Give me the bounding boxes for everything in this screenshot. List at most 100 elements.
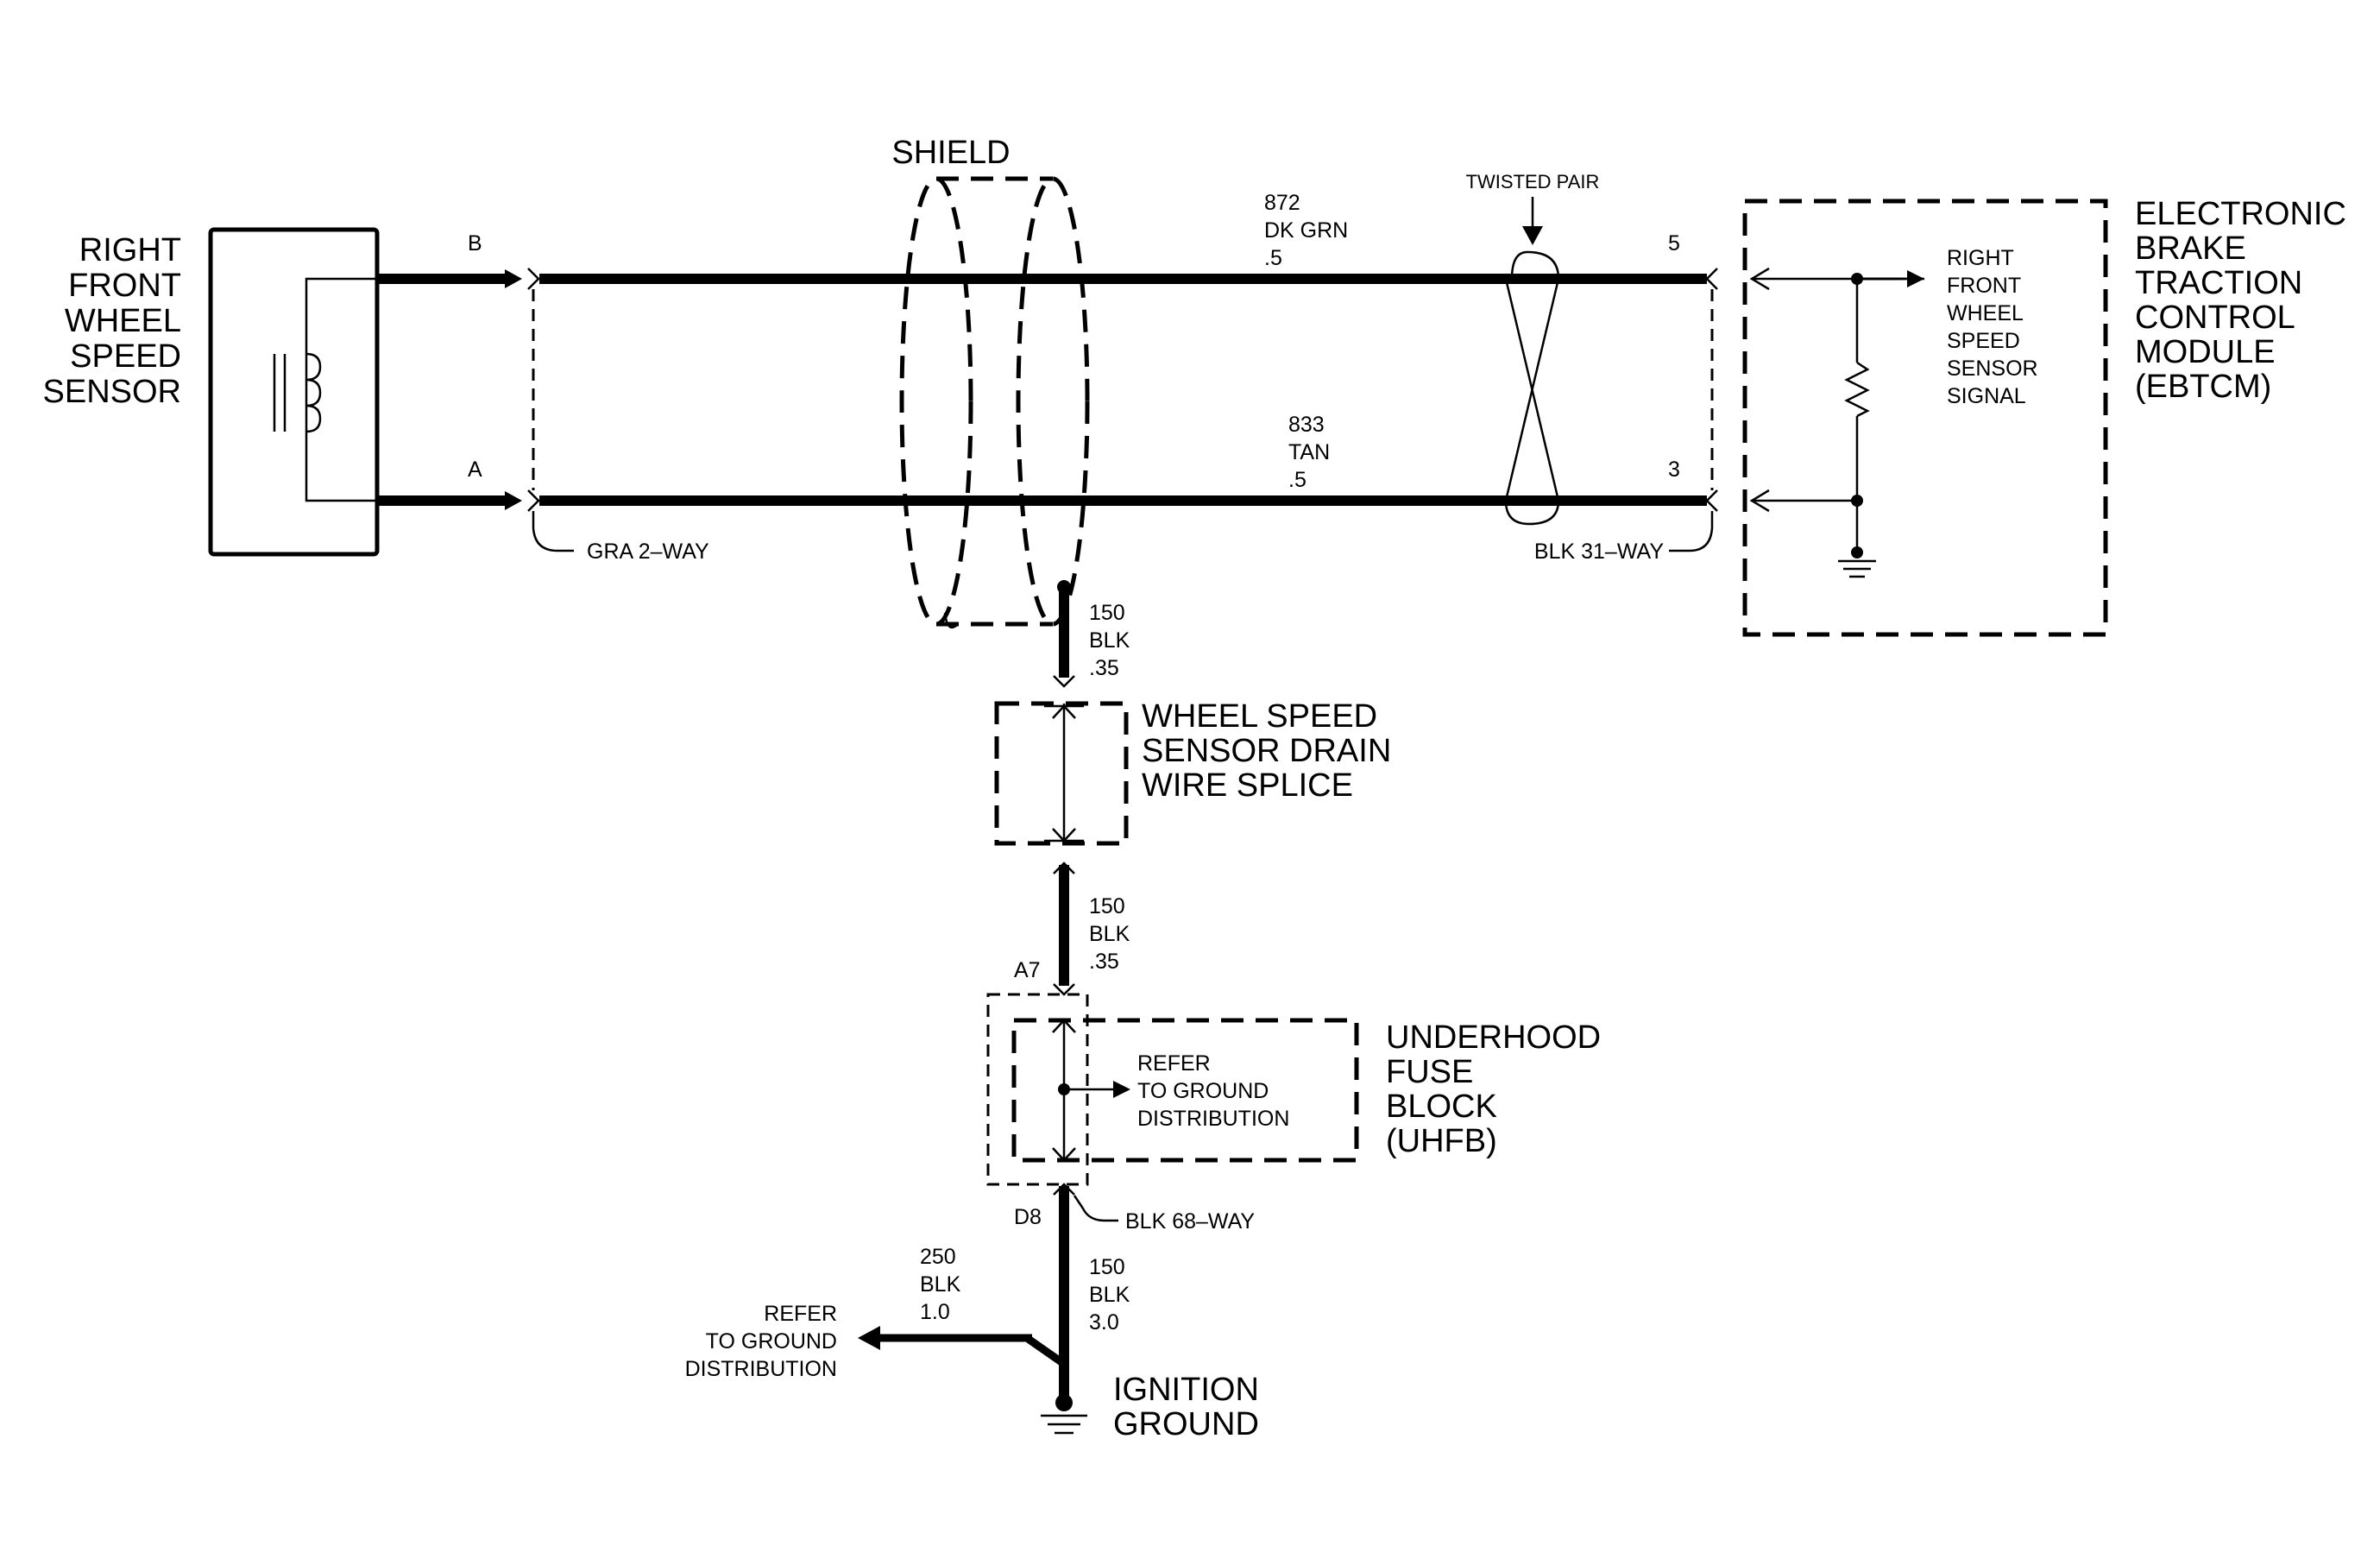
underhood-fuse-block: A7 REFER TO GROUND DISTRIBUTION UNDERHOO… [986, 958, 1601, 1234]
uhfb-ref-line-2: TO GROUND [1137, 1079, 1269, 1103]
ebtcm-signal-line-1: RIGHT [1947, 246, 2014, 270]
splice-label-line-2: SENSOR DRAIN [1142, 733, 1391, 769]
ebtcm-label-line-3: TRACTION [2135, 265, 2302, 301]
ebtcm-input-3-arrow-icon [1749, 489, 1770, 513]
drain-upper-gauge: .35 [1089, 656, 1119, 680]
uhfb-d8-chevron [1053, 1183, 1075, 1196]
splice-bottom-arrow-icon [1052, 828, 1076, 842]
ignition-ground-line-2: GROUND [1113, 1406, 1259, 1442]
ebtcm-junction-bottom [1851, 495, 1863, 507]
pin-b-label: B [468, 231, 482, 256]
uhfb-ref-arrow-icon [1113, 1081, 1130, 1098]
ebtcm-ground-node [1851, 546, 1863, 558]
sensor-connector: GRA 2–WAY [532, 289, 709, 564]
sensor-label-line-5: SENSOR [43, 374, 181, 410]
ground-ref-line-1: REFER [764, 1302, 837, 1326]
ground-ref-line-3: DISTRIBUTION [685, 1357, 837, 1381]
uhfb-connector-label: BLK 68–WAY [1125, 1209, 1255, 1234]
splice-outline [994, 701, 1129, 846]
ebtcm-signal-line-2: FRONT [1947, 274, 2021, 298]
ebtcm-resistor-icon [1844, 361, 1870, 418]
pin-a7-label: A7 [1014, 958, 1041, 982]
ebtcm-signal-line-6: SIGNAL [1947, 384, 2026, 408]
drain-upper-chevron [1053, 675, 1075, 688]
ebtcm-signal-line-4: SPEED [1947, 329, 2020, 353]
splice-label-line-1: WHEEL SPEED [1142, 698, 1377, 735]
module-connector: BLK 31–WAY [1534, 289, 1714, 564]
uhfb-top-arrow-icon [1052, 1019, 1076, 1033]
ground-branch-arrow-icon [858, 1326, 880, 1350]
shield-ellipse-left-outer [899, 176, 973, 627]
uhfb-ref-line-1: REFER [1137, 1051, 1211, 1076]
uhfb-ref-line-3: DISTRIBUTION [1137, 1107, 1289, 1131]
twisted-pair-loop [1504, 250, 1560, 526]
sensor-body [208, 227, 380, 557]
drain-lower-gauge: .35 [1089, 950, 1119, 974]
shield-label: SHIELD [891, 135, 1010, 171]
uhfb-label-line-2: FUSE [1386, 1054, 1473, 1090]
ground-circuit: 150 BLK 3.0 250 BLK 1.0 REFER TO GROUND … [685, 1186, 1259, 1442]
sensor-inner-loop [305, 277, 377, 502]
wheel-speed-sensor: RIGHT FRONT WHEEL SPEED SENSOR [43, 227, 380, 557]
twisted-pair: TWISTED PAIR [1466, 171, 1600, 526]
wire-833-gauge: .5 [1288, 468, 1306, 492]
sensor-connector-label: GRA 2–WAY [587, 540, 709, 564]
ground-main-color: BLK [1089, 1283, 1130, 1307]
wire-833-color: TAN [1288, 440, 1330, 464]
ebtcm-input-5-arrow-icon [1749, 267, 1770, 291]
ground-ref-line-2: TO GROUND [706, 1329, 837, 1354]
connector-chevron-a-left [527, 489, 540, 512]
drain-lower-circuit: 150 [1089, 894, 1125, 918]
pin-d8-label: D8 [1014, 1205, 1042, 1229]
ebtcm-label-line-1: ELECTRONIC [2135, 196, 2346, 232]
module-connector-label: BLK 31–WAY [1534, 540, 1664, 564]
signal-wires: B A 872 DK GRN .5 833 TAN .5 5 3 [377, 191, 1718, 512]
uhfb-label-line-3: BLOCK [1386, 1089, 1497, 1125]
module-connector-leader [1669, 511, 1714, 552]
shield-ellipse-right-outer [1016, 176, 1090, 627]
wire-872-circuit: 872 [1264, 191, 1300, 215]
shield-drain-tab [943, 612, 959, 629]
ebtcm-label-line-2: BRAKE [2135, 230, 2246, 267]
uhfb-label-line-4: (UHFB) [1386, 1123, 1497, 1159]
drain-upper-circuit: 150 [1089, 601, 1125, 625]
drain-upper-color: BLK [1089, 628, 1130, 653]
ignition-ground-node [1055, 1394, 1073, 1411]
twisted-pair-label: TWISTED PAIR [1466, 171, 1600, 192]
ebtcm-signal-line-5: SENSOR [1947, 357, 2038, 381]
ground-branch-gauge: 1.0 [920, 1300, 950, 1324]
ebtcm-label-line-6: (EBTCM) [2135, 369, 2271, 405]
drain-wire: 150 BLK .35 WHEEL SPEED SENSOR DRAIN WIR… [994, 580, 1391, 996]
twisted-pair-arrow-icon [1522, 226, 1543, 245]
sensor-label-line-3: WHEEL [65, 303, 181, 339]
pin-5-label: 5 [1668, 231, 1680, 256]
connector-chevron-5-right [1705, 268, 1718, 290]
wire-872-color: DK GRN [1264, 218, 1348, 243]
ebtcm-label-line-4: CONTROL [2135, 300, 2295, 336]
connector-chevron-b-left [527, 268, 540, 290]
connector-chevron-3-right [1705, 489, 1718, 512]
ground-main-circuit: 150 [1089, 1255, 1125, 1279]
ebtcm-signal-line-3: WHEEL [1947, 301, 2024, 325]
ground-main-gauge: 3.0 [1089, 1310, 1119, 1335]
arrow-a-icon [505, 491, 522, 510]
uhfb-label-line-1: UNDERHOOD [1386, 1019, 1601, 1056]
ground-wire-bend [1024, 1335, 1067, 1367]
uhfb-bottom-arrow-icon [1052, 1147, 1076, 1162]
splice-top-arrow-icon [1052, 704, 1076, 719]
arrow-b-icon [505, 269, 522, 288]
sensor-label-line-4: SPEED [70, 338, 181, 375]
ignition-ground-line-1: IGNITION [1113, 1372, 1259, 1408]
ebtcm-module: ELECTRONIC BRAKE TRACTION CONTROL MODULE… [1742, 196, 2346, 637]
sensor-connector-leader [532, 511, 574, 552]
ebtcm-label-line-5: MODULE [2135, 334, 2276, 370]
pin-a-label: A [468, 458, 482, 482]
wire-872-gauge: .5 [1264, 246, 1282, 270]
pin-3-label: 3 [1668, 458, 1680, 482]
uhfb-a7-chevron [1053, 983, 1075, 996]
ebtcm-ground-icon [1838, 559, 1876, 578]
sensor-coil-icon [305, 352, 322, 433]
splice-label-line-3: WIRE SPLICE [1142, 767, 1353, 804]
uhfb-outer-outline [986, 993, 1089, 1186]
